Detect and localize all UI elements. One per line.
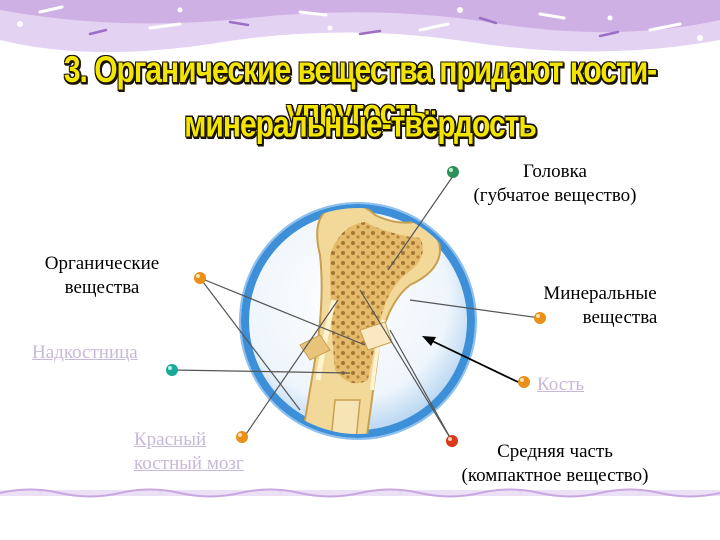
marker-middle [446,435,458,447]
link-bone[interactable]: Кость [537,374,585,395]
marker-mineral [534,312,546,324]
decorative-banner [0,0,720,53]
label-organic-line-2: вещества [64,277,140,298]
label-mineral-line-2: вещества [582,307,658,328]
label-head-line-1: Головка [523,161,587,182]
bone-arrow [425,337,519,383]
link-red-marrow-line-1[interactable]: Красный [134,429,207,450]
label-mineral: Минеральные вещества [510,282,690,330]
marker-organic [194,272,206,284]
label-organic: Органические вещества [22,252,182,300]
slide-title-line-2: минеральные-твёрдость [184,103,537,145]
link-red-marrow-line-2[interactable]: костный мозг [134,453,244,474]
bone-illustration [298,208,442,434]
connector-lines [171,175,541,442]
label-head: Головка (губчатое вещество) [440,160,670,208]
label-middle-line-2: (компактное вещество) [461,465,649,486]
label-middle: Средняя часть (компактное вещество) [425,440,685,488]
marker-periosteum [166,364,178,376]
label-mineral-line-1: Минеральные [543,283,657,304]
decorative-bottom-border [0,488,720,498]
slide-title-line-1: 3. Органические вещества придают кости-у… [63,49,657,134]
label-middle-line-1: Средняя часть [497,441,613,462]
label-organic-line-1: Органические [44,253,160,274]
marker-marrow [236,431,248,443]
label-head-line-2: (губчатое вещество) [473,185,637,206]
link-periosteum[interactable]: Надкостница [32,342,138,363]
link-red-marrow[interactable]: Красный костный мозг [134,428,244,476]
marker-bone [518,376,530,388]
marker-head [447,166,459,178]
